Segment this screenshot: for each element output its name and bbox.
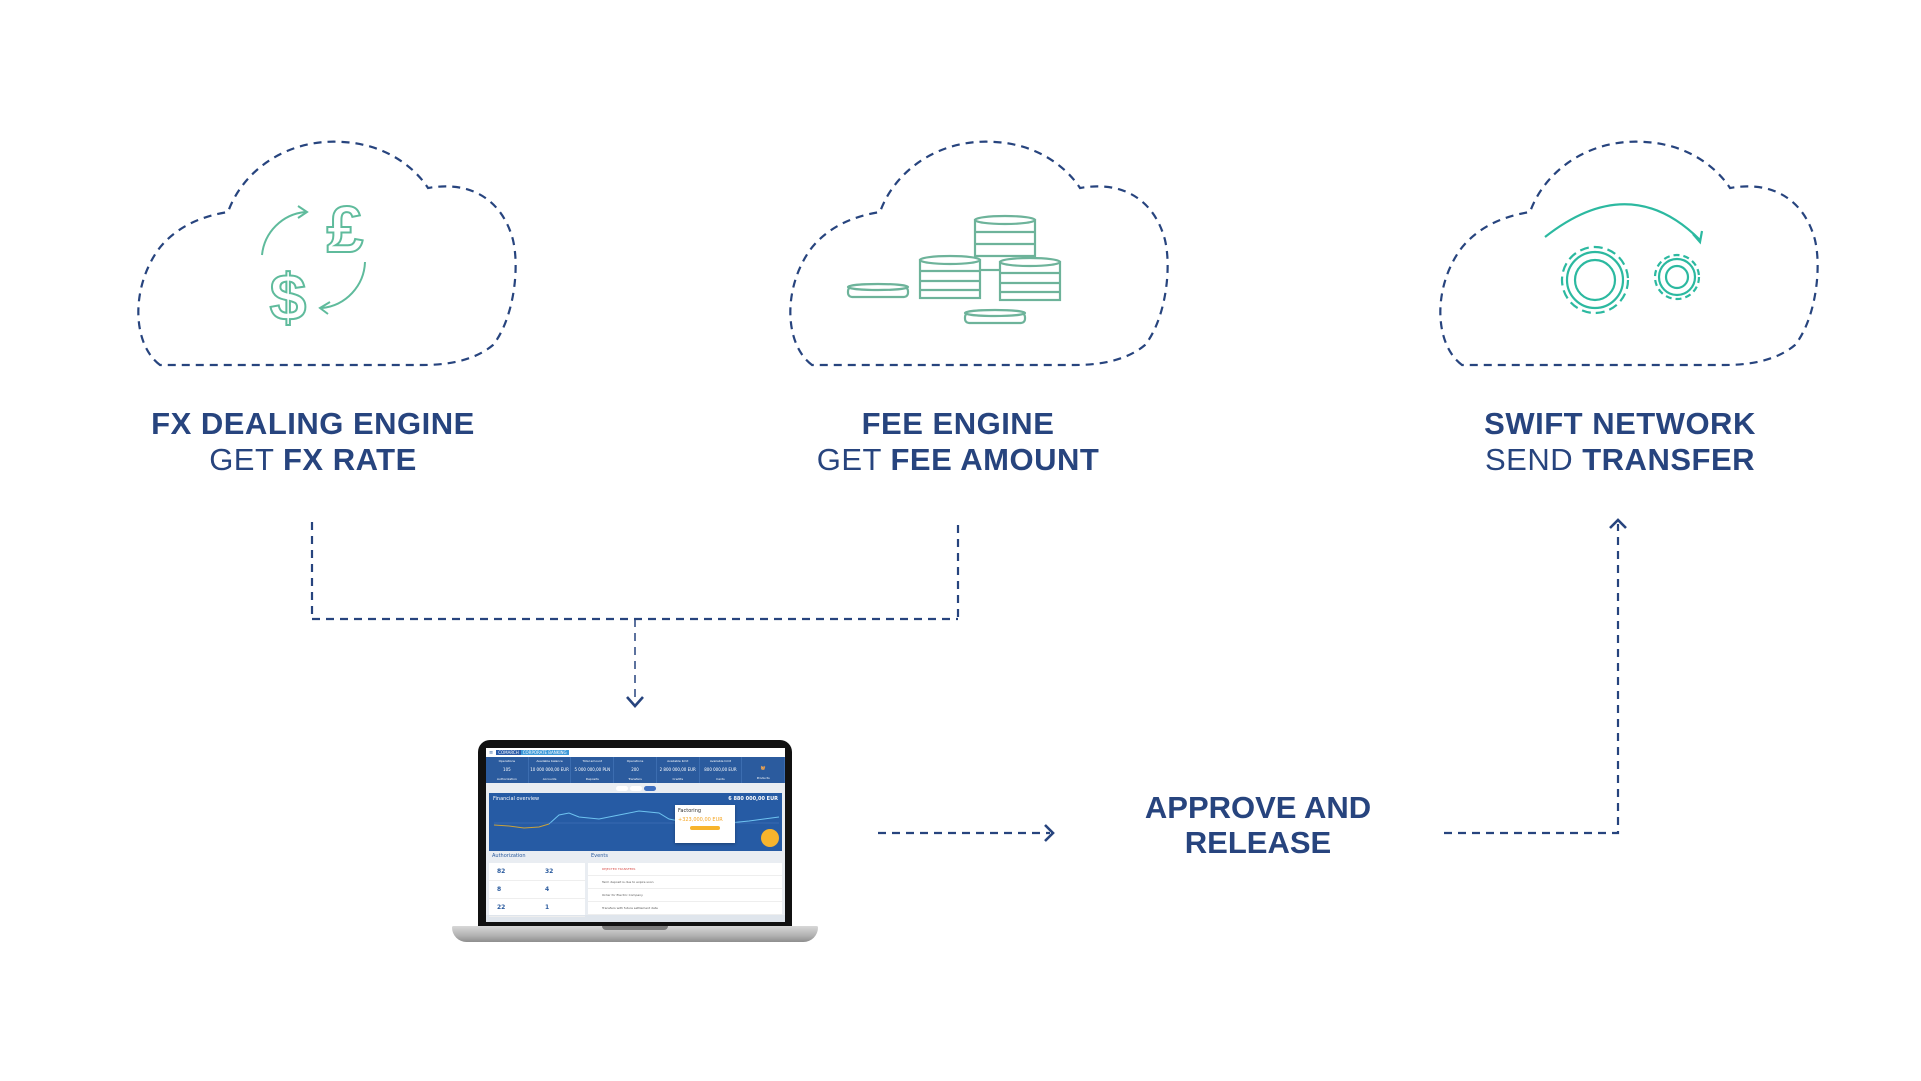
arrow-right-icon <box>1044 824 1055 842</box>
node-action-verb: GET <box>209 442 274 477</box>
node-action-object: FEE AMOUNT <box>890 442 1100 477</box>
arrow-down-icon <box>626 696 644 708</box>
node-label-swift: SWIFT NETWORK SEND TRANSFER <box>1420 406 1820 478</box>
node-title: SWIFT NETWORK <box>1484 406 1756 441</box>
summary-tile: 🧺Products <box>742 757 785 783</box>
gears-icon <box>1544 203 1704 315</box>
svg-text:£: £ <box>327 192 364 266</box>
period-selector <box>486 783 785 793</box>
brand-right: CORPORATE BANKING <box>520 750 569 755</box>
connector-lines <box>310 522 1620 835</box>
node-label-fx: FX DEALING ENGINE GET FX RATE <box>113 406 513 478</box>
laptop-base <box>452 926 818 942</box>
brand-left: COMARCH <box>496 750 521 755</box>
events-panel: Events REJECTED TRANSFERS Term deposit i… <box>588 851 782 915</box>
available-balance: 6 880 000,00 EUR <box>728 796 778 802</box>
basket-icon: 🧺 <box>760 765 766 771</box>
menu-icon: ≡ <box>489 749 494 756</box>
arrow-up-icon <box>1609 518 1627 529</box>
arrowheads <box>626 518 1627 842</box>
currency-exchange-icon: £ $ <box>261 191 366 335</box>
factoring-popup: Factoring +323,000,00 EUR <box>675 805 735 843</box>
node-action-object: TRANSFER <box>1582 442 1756 477</box>
svg-text:$: $ <box>270 260 307 334</box>
approve-release-label: APPROVE AND RELEASE <box>1108 790 1408 860</box>
node-action-verb: GET <box>816 442 882 477</box>
connector-to-swift <box>1444 524 1620 835</box>
cloud-swift <box>1439 140 1819 367</box>
approve-line2: RELEASE <box>1184 825 1332 860</box>
coin-stacks-icon <box>846 214 1062 325</box>
node-label-fee: FEE ENGINE GET FEE AMOUNT <box>758 406 1158 478</box>
node-action-object: FX RATE <box>282 442 417 477</box>
node-title: FEE ENGINE <box>861 406 1055 441</box>
new-badge <box>761 829 779 847</box>
chart-line <box>493 810 780 829</box>
chart-title: Financial overview <box>493 796 540 802</box>
laptop-notch <box>602 926 668 930</box>
approve-line1: APPROVE AND <box>1144 790 1372 825</box>
node-title: FX DEALING ENGINE <box>151 406 475 441</box>
financial-overview-chart: Financial overview 6 880 000,00 EUR Fact… <box>489 793 782 851</box>
node-action-verb: SEND <box>1484 442 1574 477</box>
